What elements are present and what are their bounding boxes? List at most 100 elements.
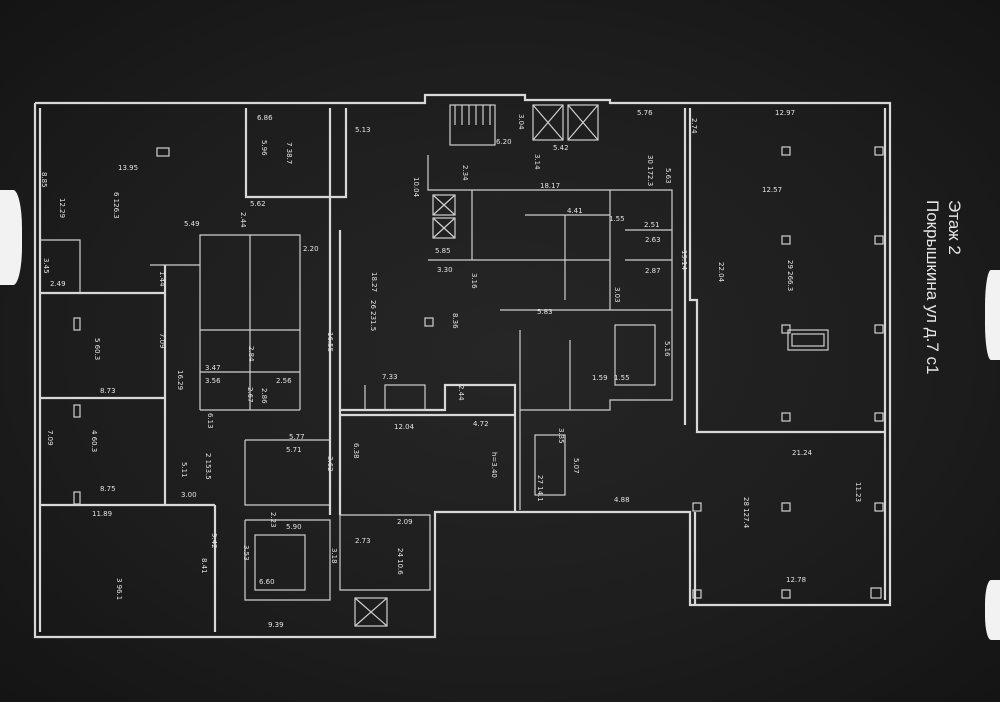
dim-label: 5.11 bbox=[180, 462, 188, 478]
dim-label: 5.83 bbox=[537, 308, 553, 316]
torn-paper-edge-right bbox=[985, 270, 1000, 360]
torn-paper-edge-left bbox=[0, 190, 22, 285]
room-label: 27 14.1 bbox=[536, 475, 544, 502]
dim-label: 3.00 bbox=[181, 491, 197, 499]
dim-label: 11.23 bbox=[854, 482, 862, 502]
dim-label: 8.73 bbox=[100, 387, 116, 395]
dim-label: 5.07 bbox=[572, 458, 580, 474]
dim-label: 5.71 bbox=[286, 446, 302, 454]
room-label: 29 266.3 bbox=[786, 260, 794, 291]
dim-label: 1.55 bbox=[614, 374, 630, 382]
dim-label: 18.17 bbox=[540, 182, 560, 190]
dim-label: 3.47 bbox=[205, 364, 221, 372]
dim-label: 12.57 bbox=[762, 186, 782, 194]
torn-paper-edge-right-lower bbox=[985, 580, 1000, 640]
room-label: 24 10.6 bbox=[396, 548, 404, 575]
dim-label: 5.13 bbox=[355, 126, 371, 134]
room-labels: 6 126.3 7 38.7 5 60.3 4 60.3 3 96.1 2 15… bbox=[90, 142, 794, 600]
dim-label: 1.44 bbox=[158, 271, 166, 287]
dim-label: 6.86 bbox=[257, 114, 273, 122]
room-label: 30 172.3 bbox=[646, 155, 654, 186]
floor-label: Этаж 2 bbox=[945, 200, 964, 255]
dim-label: 5.42 bbox=[553, 144, 569, 152]
dim-label: 8.85 bbox=[40, 172, 48, 188]
dim-label: 2.86 bbox=[260, 388, 268, 404]
dim-label: 12.29 bbox=[58, 198, 66, 218]
dim-label: 12.97 bbox=[775, 109, 795, 117]
room-label: 5 60.3 bbox=[93, 338, 101, 360]
dim-label: 5.77 bbox=[289, 433, 305, 441]
dim-label: 5.85 bbox=[435, 247, 451, 255]
dim-label: 19.14 bbox=[680, 250, 688, 271]
dim-label: 6.60 bbox=[259, 578, 275, 586]
dim-label: 3.04 bbox=[517, 114, 525, 130]
room-label: 3 96.1 bbox=[115, 578, 123, 600]
dim-label: 5.62 bbox=[250, 200, 266, 208]
dim-label: 4.41 bbox=[567, 207, 583, 215]
dim-label: 3.16 bbox=[470, 273, 478, 289]
room-label: 7 38.7 bbox=[285, 142, 293, 164]
dim-label: 8.75 bbox=[100, 485, 116, 493]
dim-label: 10.04 bbox=[412, 177, 420, 198]
dim-label: 2.84 bbox=[247, 346, 255, 362]
dim-label: 2.23 bbox=[269, 512, 277, 528]
plan-title: Этаж 2 Покрышкина ул д.7 с1 bbox=[921, 200, 965, 374]
dim-label: 2.56 bbox=[276, 377, 292, 385]
dim-label: 2.20 bbox=[303, 245, 319, 253]
dim-label: 3.53 bbox=[242, 545, 250, 561]
dim-label: 2.34 bbox=[461, 165, 469, 181]
dim-label: 3.18 bbox=[330, 548, 338, 564]
dim-label: 16.29 bbox=[176, 370, 184, 390]
dim-label: 2.73 bbox=[355, 537, 371, 545]
dim-label: 9.39 bbox=[268, 621, 284, 629]
dim-label: 9.42 bbox=[210, 533, 218, 549]
dim-label: 6.13 bbox=[206, 413, 214, 429]
room-label: 4 60.3 bbox=[90, 430, 98, 452]
dim-label: 3.14 bbox=[533, 154, 541, 170]
dim-label: 2.74 bbox=[690, 118, 698, 134]
dim-label: 3.45 bbox=[42, 258, 50, 274]
dim-label: 16.55 bbox=[326, 332, 334, 352]
stairs-and-elevators bbox=[254, 104, 599, 591]
dim-label: 12.04 bbox=[394, 423, 415, 431]
dim-label: h=3.40 bbox=[490, 452, 498, 478]
dim-label: 1.59 bbox=[592, 374, 608, 382]
dim-label: 3.35 bbox=[557, 428, 565, 444]
dim-label: 4.72 bbox=[473, 420, 489, 428]
dim-label: 6.20 bbox=[496, 138, 512, 146]
dim-label: 2.51 bbox=[644, 221, 660, 229]
dim-label: 2.67 bbox=[246, 387, 254, 403]
dim-label: 2.44 bbox=[457, 385, 465, 401]
dim-label: 7.33 bbox=[382, 373, 398, 381]
dim-label: 7.09 bbox=[46, 430, 54, 446]
dim-label: 2.87 bbox=[645, 267, 661, 275]
exterior-walls bbox=[33, 93, 892, 639]
dim-label: 2.09 bbox=[397, 518, 413, 526]
dim-label: 3.30 bbox=[437, 266, 453, 274]
room-label: 6 126.3 bbox=[112, 192, 120, 219]
dim-label: 4.88 bbox=[614, 496, 630, 504]
dim-label: 2.63 bbox=[645, 236, 661, 244]
dim-label: 5.16 bbox=[663, 341, 671, 357]
dimension-labels: 13.95 12.29 8.85 5.49 6.86 5.96 5.62 2.4… bbox=[40, 109, 862, 629]
dim-label: 21.24 bbox=[792, 449, 813, 457]
address-label: Покрышкина ул д.7 с1 bbox=[923, 200, 942, 375]
dim-label: 8.41 bbox=[200, 558, 208, 574]
dim-label: 13.95 bbox=[118, 164, 138, 172]
dim-label: 11.89 bbox=[92, 510, 112, 518]
columns bbox=[73, 146, 884, 599]
dim-label: 7.09 bbox=[158, 333, 166, 349]
room-label: 2 153.5 bbox=[204, 453, 212, 480]
dim-label: 3.56 bbox=[205, 377, 221, 385]
dim-label: 5.96 bbox=[260, 140, 268, 156]
room-label: 26 231.5 bbox=[369, 300, 377, 331]
dim-label: 8.36 bbox=[451, 313, 459, 329]
dim-label: 6.38 bbox=[352, 443, 360, 459]
dim-label: 3.03 bbox=[613, 287, 621, 303]
room-label: 28 127.4 bbox=[742, 497, 750, 529]
dim-label: 1.55 bbox=[609, 215, 625, 223]
dim-label: 5.90 bbox=[286, 523, 302, 531]
dim-label: 3.62 bbox=[326, 456, 334, 472]
